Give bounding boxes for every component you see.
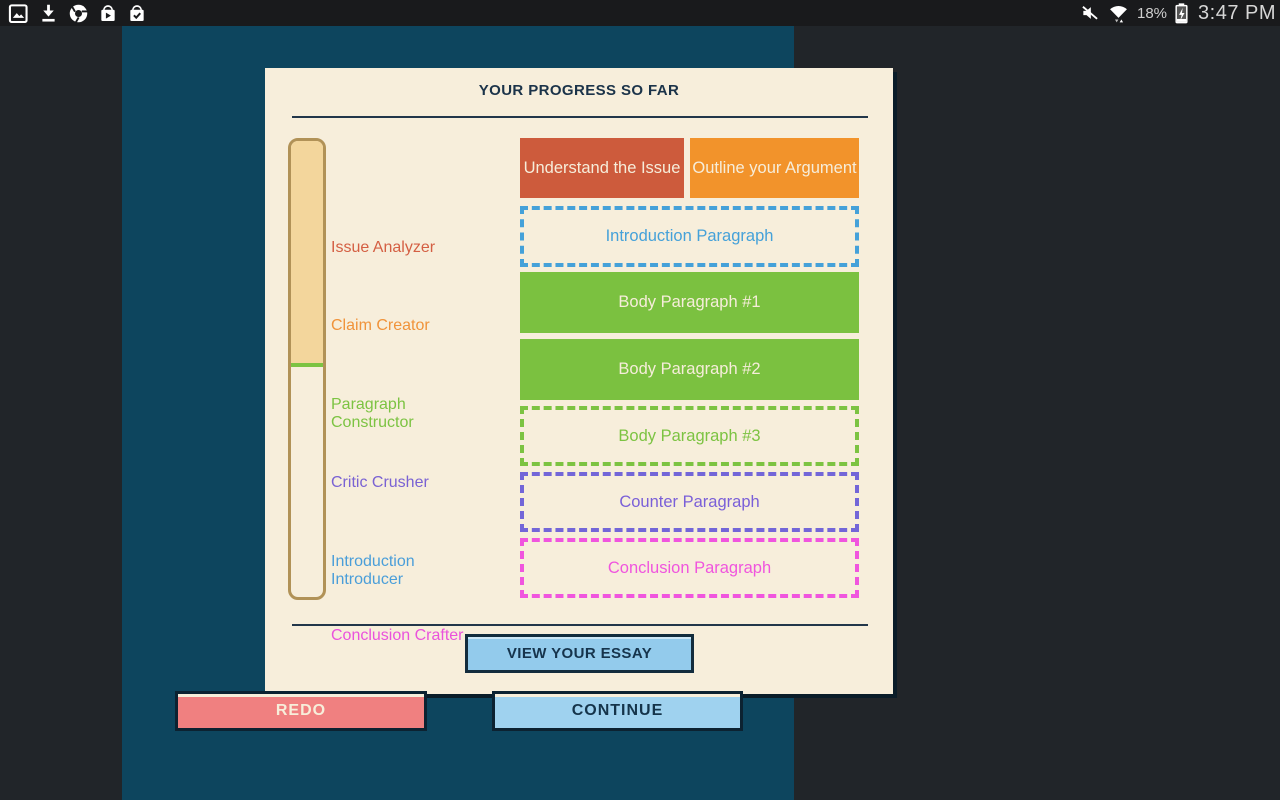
progress-meter-fill: [291, 141, 323, 363]
section-body-paragraph-3: Body Paragraph #3: [520, 406, 859, 466]
milestone-introduction-introducer: Introduction Introducer: [331, 553, 415, 588]
section-understand-the-issue: Understand the Issue: [520, 138, 684, 198]
section-body-paragraph-2: Body Paragraph #2: [520, 339, 859, 400]
battery-percent: 18%: [1136, 4, 1168, 22]
section-outline-your-argument: Outline your Argument: [690, 138, 859, 198]
milestone-issue-analyzer: Issue Analyzer: [331, 239, 436, 256]
battery-charging-icon: [1174, 2, 1189, 24]
status-bar-notifications: [0, 3, 147, 24]
page-title: YOUR PROGRESS SO FAR: [478, 82, 680, 99]
clock: 3:47 PM: [1198, 1, 1276, 24]
progress-card: YOUR PROGRESS SO FAR Issue Analyzer Clai…: [265, 68, 893, 694]
my-apps-icon: [127, 3, 147, 24]
play-store-icon: [98, 3, 118, 24]
milestone-claim-creator: Claim Creator: [331, 317, 430, 334]
section-counter-paragraph: Counter Paragraph: [520, 472, 859, 532]
bottom-divider: [292, 624, 868, 626]
status-bar-indicators: 18% 3:47 PM: [1080, 2, 1280, 25]
milestone-paragraph-constructor: Paragraph Constructor: [331, 396, 414, 431]
progress-meter-marker: [291, 363, 323, 367]
app-panel: YOUR PROGRESS SO FAR Issue Analyzer Clai…: [122, 26, 893, 800]
section-introduction-paragraph: Introduction Paragraph: [520, 206, 859, 267]
gallery-icon: [8, 3, 29, 24]
download-icon: [38, 3, 59, 24]
section-body-paragraph-1: Body Paragraph #1: [520, 272, 859, 333]
volume-muted-icon: [1080, 3, 1100, 23]
view-your-essay-button[interactable]: VIEW YOUR ESSAY: [465, 634, 694, 673]
wifi-icon: [1107, 2, 1130, 25]
section-conclusion-paragraph: Conclusion Paragraph: [520, 538, 859, 598]
milestone-conclusion-crafter: Conclusion Crafter: [331, 627, 464, 644]
milestone-critic-crusher: Critic Crusher: [331, 474, 429, 491]
status-bar: 18% 3:47 PM: [0, 0, 1280, 26]
continue-button[interactable]: CONTINUE: [492, 691, 743, 731]
redo-button[interactable]: REDO: [175, 691, 427, 731]
chrome-icon: [68, 3, 89, 24]
progress-meter: [288, 138, 326, 600]
top-divider: [292, 116, 868, 118]
